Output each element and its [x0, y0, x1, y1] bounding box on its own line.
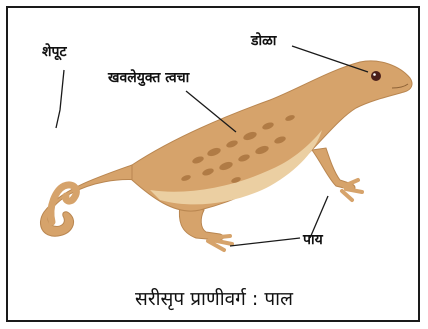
pointer-leg-back: [230, 238, 300, 246]
label-scaly-skin: खवलेयुक्त त्वचा: [108, 71, 189, 85]
lizard-eye-shine: [373, 73, 376, 76]
label-tail: शेपूट: [42, 45, 67, 59]
pointer-eye: [292, 46, 368, 72]
pointer-tail: [56, 70, 64, 128]
label-leg: पाय: [303, 233, 323, 247]
label-eye: डोळा: [251, 34, 276, 48]
figure-caption: सरीसृप प्राणीवर्ग : पाल: [0, 285, 428, 311]
lizard-eye: [371, 71, 381, 81]
lizard-back-foot-toes: [208, 236, 232, 250]
